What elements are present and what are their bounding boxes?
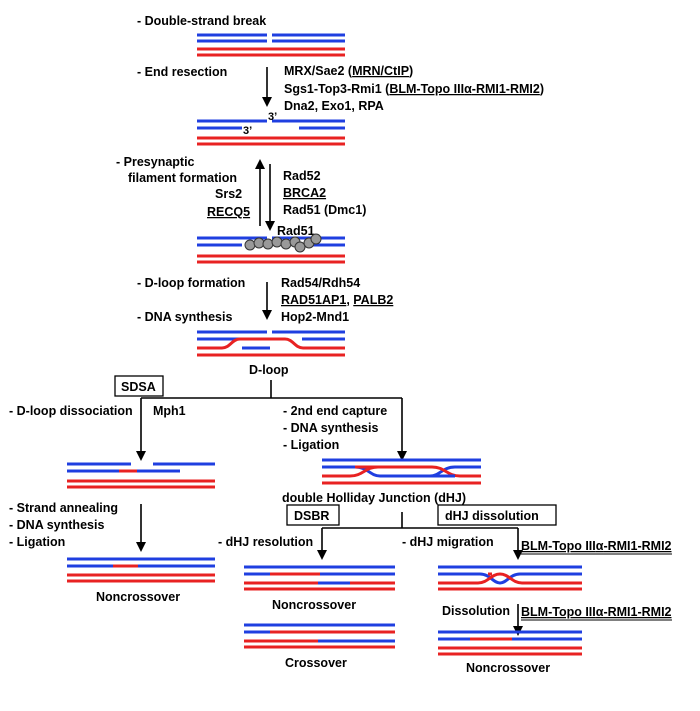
- step-dloop-formation: - D-loop formation: [137, 276, 245, 290]
- step-dloop-dissociation: - D-loop dissociation: [9, 404, 133, 418]
- dhj-branch-connectors: [317, 512, 523, 560]
- step-dna-synthesis: - DNA synthesis: [137, 310, 232, 324]
- step-presynaptic-2: filament formation: [128, 171, 237, 185]
- step-2nd-end-capture: - 2nd end capture: [283, 404, 387, 418]
- dna-dissociated: [67, 462, 215, 489]
- factor-rad54-rdh54: Rad54/Rdh54: [281, 276, 360, 290]
- box-dhj-dissolution: [437, 504, 557, 526]
- step-strand-annealing: - Strand annealing: [9, 501, 118, 515]
- step-dhj-resolution: - dHJ resolution: [218, 535, 313, 549]
- label-dloop: D-loop: [249, 363, 289, 377]
- step-presynaptic-1: - Presynaptic: [116, 155, 195, 169]
- branch-connectors: [136, 380, 407, 461]
- label-rad51: Rad51: [277, 224, 315, 238]
- resection-factors-line2: Sgs1-Top3-Rmi1 (BLM-Topo IIIα-RMI1-RMI2): [284, 82, 544, 96]
- factor-blm-top: BLM-Topo IIIα-RMI1-RMI2: [521, 539, 672, 553]
- factor-hop2-mnd1: Hop2-Mnd1: [281, 310, 349, 324]
- resection-factors-line1: MRX/Sae2 (MRN/CtIP): [284, 64, 413, 78]
- resection-factors-line3: Dna2, Exo1, RPA: [284, 99, 384, 113]
- outcome-crossover: Crossover: [285, 656, 347, 670]
- dna-sdsa-noncrossover: [67, 557, 215, 583]
- label-dhj: double Holliday Junction (dHJ): [282, 491, 466, 505]
- rad51-beads: [244, 233, 322, 253]
- factor-mph1: Mph1: [153, 404, 186, 418]
- factor-rad52: Rad52: [283, 169, 321, 183]
- dna-dsbr-noncrossover: [244, 565, 395, 591]
- dna-resected-ends: [197, 119, 345, 146]
- label-dsbr: DSBR: [294, 509, 329, 523]
- box-sdsa: [114, 375, 164, 397]
- step-dissolution: Dissolution: [442, 604, 510, 618]
- outcome-sdsa-noncrossover: Noncrossover: [96, 590, 180, 604]
- box-dsbr: [286, 504, 340, 526]
- outcome-dissolution-noncrossover: Noncrossover: [466, 661, 550, 675]
- factor-rad51ap1-palb2: RAD51AP1, PALB2: [281, 293, 393, 307]
- step-dsbr-dna-synthesis: - DNA synthesis: [283, 421, 378, 435]
- step-end-resection: - End resection: [137, 65, 227, 79]
- factor-recq5: RECQ5: [207, 205, 250, 219]
- dna-migrated-dhj: [438, 565, 582, 591]
- label-sdsa: SDSA: [121, 380, 156, 394]
- factor-brca2: BRCA2: [283, 186, 326, 200]
- factor-srs2: Srs2: [215, 187, 242, 201]
- dna-dloop: [197, 330, 345, 357]
- outcome-dsbr-noncrossover: Noncrossover: [272, 598, 356, 612]
- dna-double-holliday-junction: [322, 458, 481, 485]
- step-dsbr-ligation: - Ligation: [283, 438, 339, 452]
- dna-dissolution-noncrossover: [438, 630, 582, 656]
- dna-double-strand-break: [197, 33, 345, 57]
- step-sdsa-ligation: - Ligation: [9, 535, 65, 549]
- label-3prime-bottom: 3’: [243, 125, 252, 137]
- factor-rad51-dmc1: Rad51 (Dmc1): [283, 203, 366, 217]
- dna-rad51-filament: [197, 233, 345, 264]
- step-dhj-migration: - dHJ migration: [402, 535, 494, 549]
- step-sdsa-dna-synthesis: - DNA synthesis: [9, 518, 104, 532]
- label-3prime-top: 3’: [268, 111, 277, 123]
- factor-blm-bottom: BLM-Topo IIIα-RMI1-RMI2: [521, 605, 672, 619]
- step-double-strand-break: - Double-strand break: [137, 14, 266, 28]
- label-dhj-dissolution: dHJ dissolution: [445, 509, 539, 523]
- dna-dsbr-crossover: [244, 623, 395, 649]
